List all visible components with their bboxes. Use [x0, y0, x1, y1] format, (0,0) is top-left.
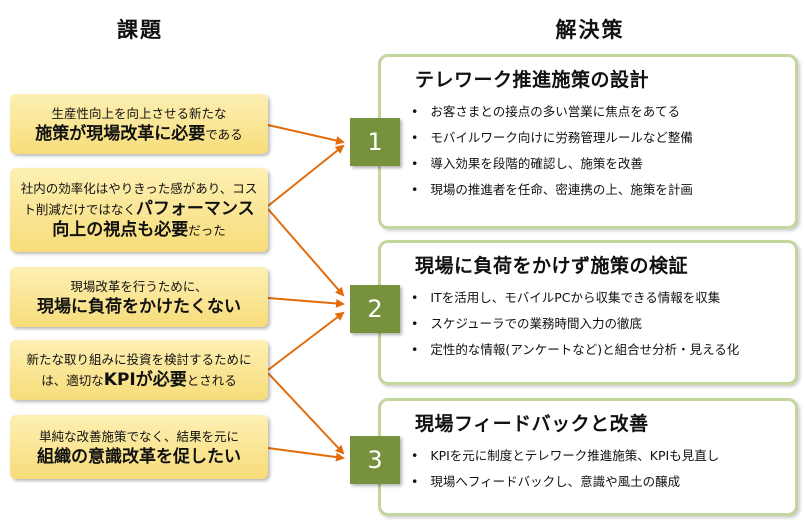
arrow-issue2-to-1: [267, 144, 345, 207]
solution-number-2: 2: [350, 285, 400, 333]
solution-panel-1: テレワーク推進施策の設計 お客さまとの接点の多い営業に焦点をあてる モバイルワー…: [378, 54, 798, 229]
solution-3-item: 現場へフィードバックし、意識や風土の醸成: [411, 469, 789, 495]
solution-1-item: 導入効果を段階的確認し、施策を改善: [411, 151, 789, 177]
solution-panel-3: 現場フィードバックと改善 KPIを元に制度とテレワーク推進施策、KPIも見直し …: [378, 398, 798, 516]
issue-box-5: 単純な改善施策でなく、結果を元に組織の意識改革を促したい: [10, 415, 268, 479]
solution-1-item: モバイルワーク向けに労務管理ルールなど整備: [411, 125, 789, 151]
solution-title-2: 現場に負荷をかけず施策の検証: [415, 255, 689, 277]
solution-1-item: お客さまとの接点の多い営業に焦点をあてる: [411, 99, 789, 125]
arrow-issue3-to-2: [267, 297, 345, 308]
solution-2-item: ITを活用し、モバイルPCから収集できる情報を収集: [411, 285, 789, 311]
issue-box-3: 現場改革を行うために、現場に負荷をかけたくない: [10, 267, 268, 327]
arrow-issue4-to-3: [267, 372, 345, 455]
arrow-issue2-to-2: [267, 208, 345, 297]
solution-number-1: 1: [350, 118, 400, 166]
solution-2-item: 定性的な情報(アンケートなど)と組合せ分析・見える化: [411, 337, 789, 363]
solution-title-1: テレワーク推進施策の設計: [415, 69, 650, 91]
solutions-header: 解決策: [555, 18, 625, 42]
arrow-issue1-to-1: [267, 124, 345, 145]
solution-2-item: スケジューラでの業務時間入力の徹底: [411, 311, 789, 337]
solution-panel-2: 現場に負荷をかけず施策の検証 ITを活用し、モバイルPCから収集できる情報を収集…: [378, 240, 798, 385]
solution-3-item: KPIを元に制度とテレワーク推進施策、KPIも見直し: [411, 443, 789, 469]
solution-1-item: 現場の推進者を任命、密連携の上、施策を計画: [411, 177, 789, 203]
issues-header: 課題: [117, 18, 163, 42]
issue-box-4: 新たな取り組みに投資を検討するためには、適切なKPIが必要とされる: [10, 340, 268, 400]
issue-box-1: 生産性向上を向上させる新たな施策が現場改革に必要である: [10, 94, 268, 154]
arrow-issue4-to-2: [267, 311, 345, 371]
issue-box-2: 社内の効率化はやりきった感があり、コスト削減だけではなくパフォーマンス向上の視点…: [10, 168, 268, 252]
solution-number-3: 3: [350, 436, 400, 484]
arrow-issue5-to-3: [267, 447, 345, 462]
solution-title-3: 現場フィードバックと改善: [415, 413, 649, 435]
